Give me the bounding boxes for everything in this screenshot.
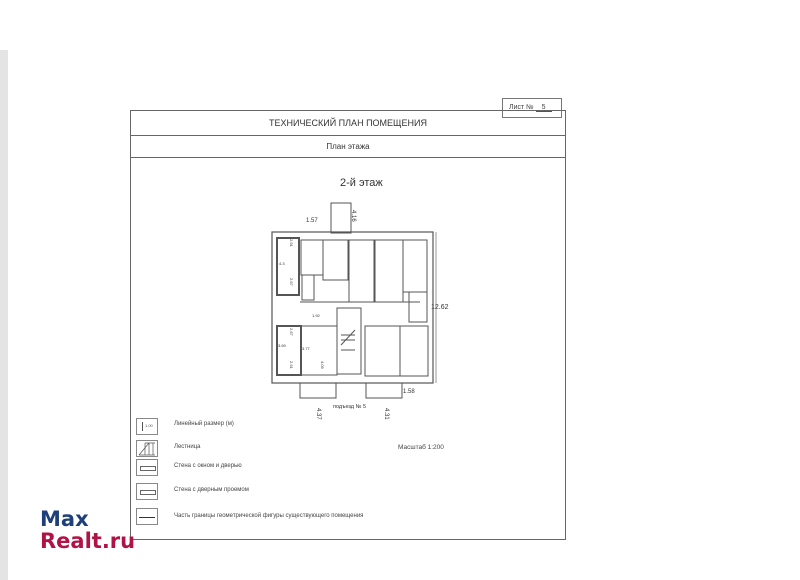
dim-label: 1.58: [403, 389, 415, 395]
dim-label: 4.3: [279, 261, 285, 266]
wall-window-door-icon: [136, 459, 158, 476]
legend-label: Линейный размер (м): [174, 421, 234, 427]
dim-label: 1.57: [306, 218, 318, 224]
room: [348, 239, 375, 303]
room: [402, 239, 428, 293]
boundary-line-icon: [136, 508, 158, 525]
dim-label: 4.16: [350, 210, 356, 222]
dimension-icon: 1.00: [136, 418, 158, 435]
balcony-top: [330, 202, 352, 234]
stairwell: [336, 307, 362, 375]
stairs-icon: [136, 440, 158, 457]
dim-label: 3.69: [278, 343, 287, 348]
room: [322, 239, 349, 281]
document-title: ТЕХНИЧЕСКИЙ ПЛАН ПОМЕЩЕНИЯ: [131, 111, 565, 136]
scan-edge: [0, 50, 8, 580]
watermark-line2: Realt.ru: [40, 529, 136, 553]
dim-label: 3.77: [302, 346, 311, 351]
floor-label: 2-й этаж: [340, 177, 383, 189]
dim-label: 2.67: [289, 328, 294, 337]
dimension-sample: 1.00: [145, 423, 153, 428]
legend-label: Стена с дверным проемом: [174, 487, 249, 493]
legend-label: Стена с окном и дверью: [174, 463, 242, 469]
watermark-line1: Max: [40, 507, 89, 531]
dim-label: 4.31: [383, 408, 389, 420]
room: [374, 239, 404, 303]
scale-label: Масштаб 1:200: [398, 444, 444, 451]
dim-label: 2.91: [289, 239, 294, 248]
sheet-number-value: 5: [535, 104, 552, 112]
room: [301, 274, 315, 301]
dim-label: 4.37: [315, 408, 321, 420]
legend-label: Часть границы геометрической фигуры суще…: [174, 513, 364, 519]
room: [408, 291, 428, 323]
document-subtitle: План этажа: [131, 136, 565, 158]
wall-doorway-icon: [136, 483, 158, 500]
entrance-label: подъезд № 5: [333, 404, 366, 410]
watermark-logo: Max Realt.ru: [40, 508, 135, 552]
dim-label: 2.91: [289, 361, 294, 370]
dim-label: 1.92: [312, 313, 321, 318]
room: [276, 325, 302, 376]
outer-walls: [271, 231, 434, 384]
sheet-number: Лист № 5: [502, 98, 562, 118]
dim-label: 4.09: [320, 361, 325, 370]
sheet-label: Лист №: [509, 104, 534, 111]
dim-label: 2.67: [289, 278, 294, 287]
stairs-icon: [340, 329, 356, 351]
legend-label: Лестница: [174, 444, 201, 450]
room: [364, 325, 401, 377]
room: [399, 325, 429, 377]
room: [276, 237, 300, 296]
document-frame: ТЕХНИЧЕСКИЙ ПЛАН ПОМЕЩЕНИЯ План этажа: [130, 110, 566, 540]
balcony-bottom-right: [365, 382, 403, 399]
room: [300, 239, 324, 276]
balcony-bottom-left: [299, 382, 337, 399]
dim-label: 12.62: [431, 304, 449, 311]
